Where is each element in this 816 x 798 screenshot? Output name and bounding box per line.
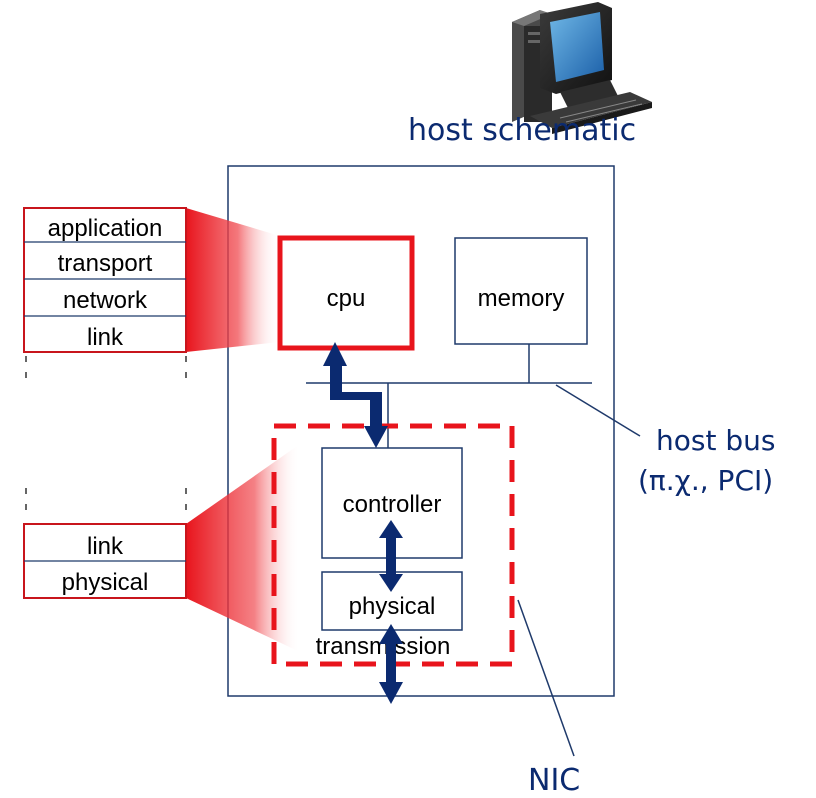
memory-label: memory — [478, 285, 565, 312]
nic-pointer-line — [517, 599, 575, 757]
host-bus-label: host bus — [656, 424, 775, 457]
desktop-computer-icon — [512, 2, 652, 134]
cpu-label: cpu — [327, 285, 366, 312]
lower-protocol-stack: link physical — [23, 523, 187, 599]
stack-layer-physical: physical — [62, 569, 149, 596]
host-box — [227, 165, 615, 697]
host-bus — [306, 344, 641, 448]
stack-continuation-dots — [25, 356, 187, 518]
transmission-label: transmission — [316, 633, 451, 660]
host-bus-example: (π.χ., PCI) — [638, 464, 773, 497]
diagram-caption: host schematic — [408, 113, 636, 148]
upper-stack-highlight — [186, 208, 280, 352]
physical-label: physical — [349, 593, 436, 620]
stack-layer-link-lower: link — [87, 533, 124, 560]
cpu-controller-data-path — [323, 342, 388, 448]
stack-layer-network: network — [63, 287, 148, 314]
stack-layer-transport: transport — [58, 250, 153, 277]
transmission-arrow — [379, 624, 403, 704]
memory-box — [454, 237, 588, 345]
controller-label: controller — [343, 491, 442, 518]
nic-label: NIC — [528, 763, 580, 798]
controller-physical-arrow — [379, 520, 403, 592]
cpu-box — [277, 235, 415, 351]
stack-layer-application: application — [48, 215, 163, 242]
stack-layer-link: link — [87, 324, 124, 351]
lower-stack-highlight — [186, 444, 300, 652]
upper-protocol-stack: application transport network link — [23, 207, 187, 353]
